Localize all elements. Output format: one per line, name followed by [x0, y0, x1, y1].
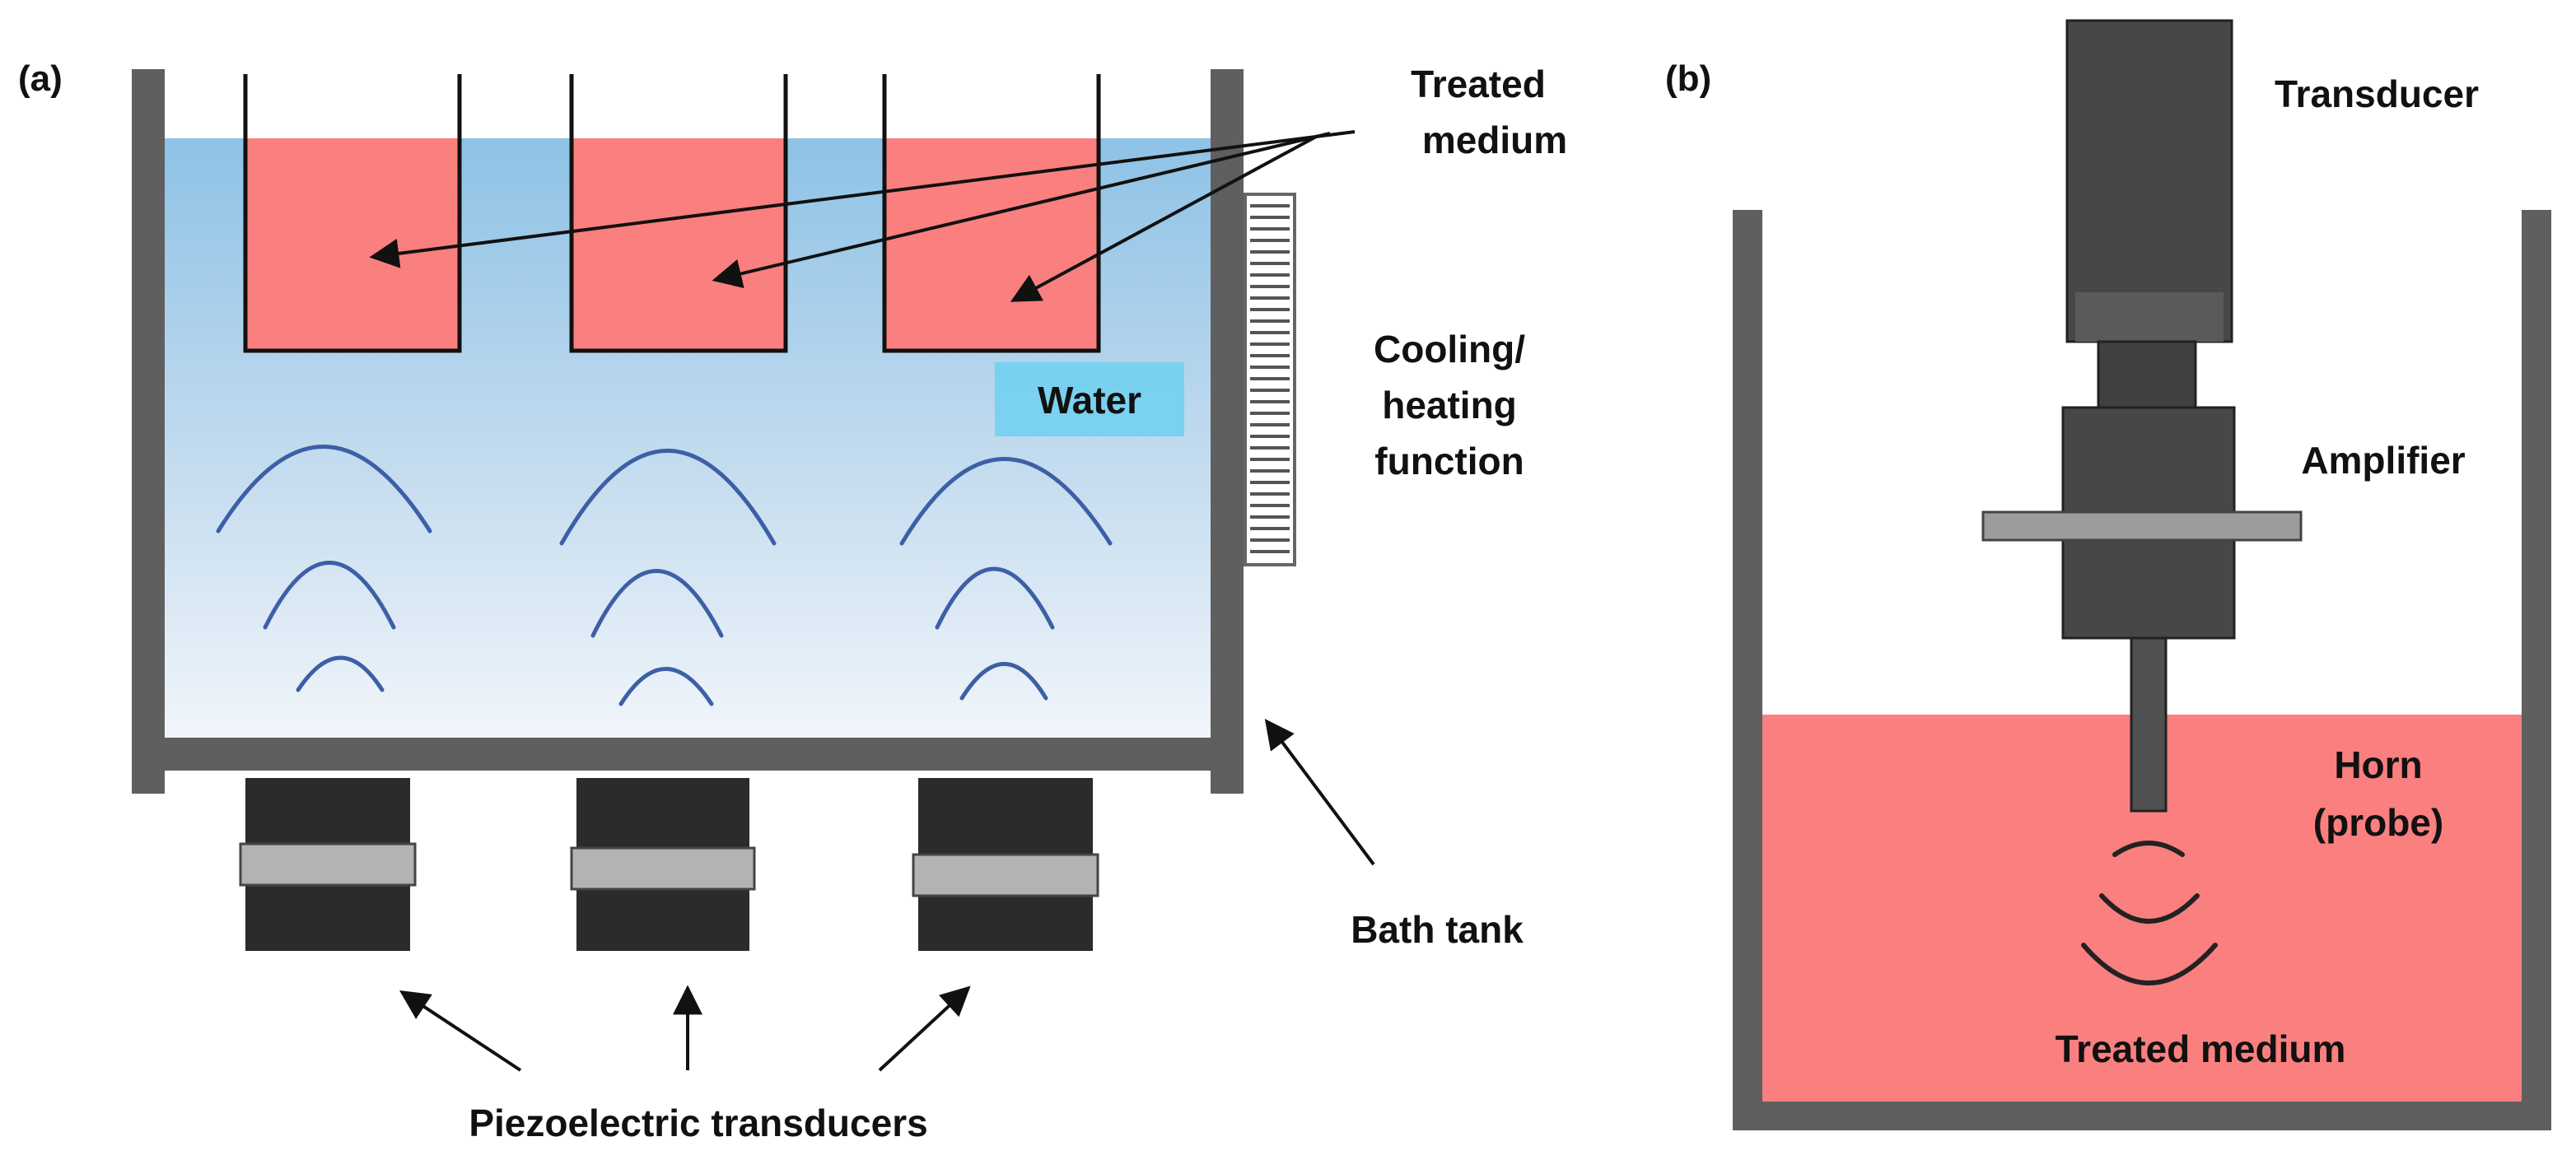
water-label-box — [995, 362, 1184, 436]
ultrasonic-waves-b — [2081, 841, 2218, 985]
ultrasonic-waves-a — [216, 445, 1113, 706]
amplifier-plate — [1981, 510, 2303, 542]
amplifier-label-bg — [2253, 424, 2522, 498]
panel-a-tag: (a) — [18, 58, 63, 99]
cooling-label-line3: function — [1374, 440, 1524, 482]
transducer — [2061, 19, 2236, 640]
piezo-transducer-1 — [239, 778, 417, 951]
treated-medium-b-label: Treated medium — [2056, 1027, 2346, 1070]
treated-medium-label-line1: Treated — [1411, 63, 1546, 105]
medium-container-3 — [882, 74, 1101, 353]
horn-probe — [2130, 636, 2168, 813]
panel-b: (b) Transducer Amplifier Horn — [1665, 19, 2551, 1130]
transducer-label: Transducer — [2275, 72, 2479, 115]
cooling-label-line2: heating — [1382, 384, 1517, 426]
amplifier-label: Amplifier — [2301, 439, 2465, 482]
bath-tank-arrow — [1264, 719, 1375, 866]
piezo-transducer-3 — [912, 778, 1099, 951]
panel-a: (a) Water — [18, 58, 1567, 1144]
bath-tank-left-wall — [132, 69, 165, 794]
horn-label-line2: (probe) — [2313, 801, 2443, 844]
beaker-left-wall — [1733, 210, 1762, 1130]
bath-tank-label: Bath tank — [1351, 908, 1524, 951]
medium-container-2 — [569, 74, 788, 353]
panel-b-tag: (b) — [1665, 58, 1711, 99]
piezo-label: Piezoelectric transducers — [469, 1102, 927, 1144]
cooling-heating-coil — [1244, 193, 1296, 566]
bath-tank-floor — [132, 738, 1244, 771]
water-label: Water — [1038, 379, 1141, 422]
piezo-transducer-2 — [570, 778, 756, 951]
cooling-label-line1: Cooling/ — [1374, 328, 1525, 370]
treated-medium-label-line2: medium — [1422, 119, 1567, 161]
beaker-floor — [1733, 1102, 2551, 1130]
transducer-label-bg — [2253, 49, 2541, 123]
medium-container-1 — [243, 74, 462, 353]
horn-label-line1: Horn — [2334, 743, 2422, 786]
beaker-right-wall — [2522, 210, 2551, 1130]
piezo-arrows — [399, 985, 971, 1072]
treated-medium-arrows — [369, 130, 1356, 302]
